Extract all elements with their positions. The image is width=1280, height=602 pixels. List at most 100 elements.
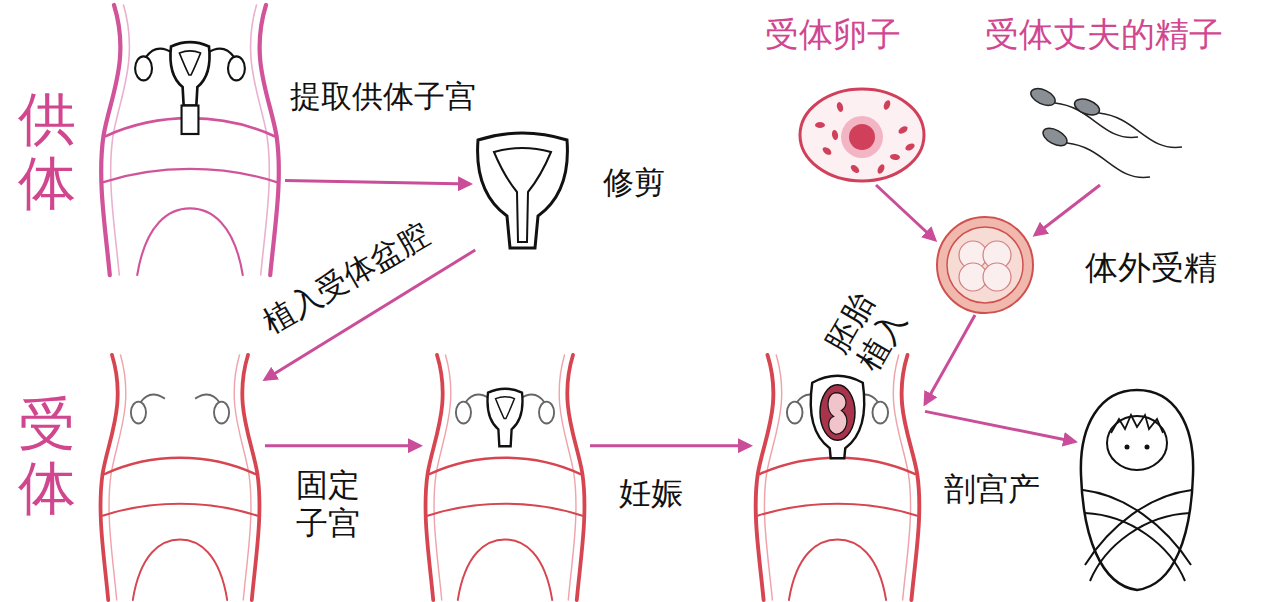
baby-eye — [1145, 445, 1150, 450]
nucleus-ring — [841, 116, 883, 158]
ovary — [539, 402, 554, 424]
illustration — [1075, 385, 1200, 595]
swaddle-fold — [1090, 513, 1190, 581]
illustration-body-donor: 供体提取供体子宫 — [95, 5, 285, 275]
edge-label: 胚胎植入 — [818, 287, 913, 378]
illustration-uterus: 修剪 — [470, 130, 575, 250]
illustration — [935, 215, 1035, 315]
pregnant-uterus — [811, 376, 865, 458]
illustration-body-r2 — [420, 355, 590, 600]
body-outline — [428, 504, 583, 516]
cell-label: 受体卵子 — [765, 14, 901, 55]
illustration-body-r3 — [750, 355, 925, 600]
body-outline — [789, 539, 886, 600]
edge-label: 植入受体盆腔 — [256, 215, 436, 340]
nucleus — [849, 124, 875, 150]
step-label: 修剪 — [603, 164, 665, 201]
flow-arrow — [1035, 185, 1100, 235]
fallopian-tube — [465, 395, 490, 403]
body-outline — [902, 355, 920, 600]
body-outline — [260, 5, 279, 275]
cell-granule — [882, 99, 891, 110]
body-outline — [133, 539, 227, 600]
ovary — [787, 402, 803, 424]
edge-label: 固定子宫 — [296, 466, 360, 543]
illustration — [750, 355, 925, 600]
embryo-inner — [947, 227, 1023, 303]
body-outline — [758, 504, 917, 516]
illustration — [1025, 85, 1175, 185]
body-outline — [242, 355, 259, 600]
amniotic-sac — [820, 385, 855, 441]
illustration — [795, 85, 930, 185]
ovary — [456, 402, 471, 424]
edge-label: 剖宫产 — [944, 470, 1040, 508]
ovary — [135, 56, 152, 80]
body-outline — [893, 355, 910, 600]
sperm-tail — [1067, 143, 1150, 177]
body-outline — [429, 458, 580, 474]
body-outline — [251, 5, 270, 275]
cell-granule — [876, 163, 886, 175]
body-outline — [101, 5, 120, 275]
fallopian-tube — [207, 49, 234, 58]
flow-arrow — [590, 444, 750, 447]
body-outline — [103, 169, 276, 182]
flow-arrow — [285, 181, 470, 185]
cell-granule — [831, 130, 839, 141]
group-title: 供体 — [18, 88, 76, 216]
sperm-head — [1072, 96, 1101, 118]
cell-granule — [890, 154, 900, 161]
illustration — [420, 355, 590, 600]
fallopian-tube — [146, 49, 173, 58]
ovary — [228, 56, 245, 80]
cell-granule — [897, 125, 909, 135]
illustration — [95, 355, 265, 600]
illustration-sperm: 受体丈夫的精子 — [1025, 85, 1175, 185]
blastomere — [983, 263, 1011, 291]
embryo-shell — [937, 217, 1033, 313]
cell-granule — [836, 101, 845, 112]
vagina — [182, 106, 199, 134]
cell-label: 受体丈夫的精子 — [985, 14, 1223, 55]
fallopian-tube — [195, 395, 220, 403]
uterus-cavity — [179, 51, 200, 75]
uterus-cavity — [494, 148, 551, 242]
baby-hair — [1111, 415, 1163, 433]
fallopian-tube — [140, 395, 165, 403]
body-outline — [434, 355, 451, 600]
cell-granule — [821, 146, 833, 157]
illustration-egg: 受体卵子 — [795, 85, 930, 185]
ovary — [214, 402, 229, 424]
body-outline — [426, 355, 443, 600]
illustration-baby — [1075, 385, 1200, 595]
swaddle — [1081, 390, 1193, 590]
body-outline — [137, 208, 243, 275]
body-outline — [567, 355, 584, 600]
body-outline — [111, 5, 130, 275]
baby-eye — [1125, 445, 1130, 450]
fetus — [828, 393, 847, 435]
flow-arrow — [265, 444, 420, 447]
group-title: 受体 — [18, 393, 76, 521]
sperm-head — [1040, 125, 1070, 150]
ovary — [131, 402, 146, 424]
illustration-body-r1: 受体 — [95, 355, 265, 600]
body-outline — [756, 355, 774, 600]
body-outline — [109, 355, 126, 600]
illustration — [470, 130, 575, 250]
cell-granule — [815, 122, 825, 128]
step-label: 提取供体子宫 — [290, 78, 476, 115]
body-outline — [760, 458, 916, 474]
flow-arrow — [925, 411, 1075, 441]
cell-granule — [849, 163, 860, 174]
trimmed-uterus — [478, 133, 568, 248]
sperm-head — [1028, 85, 1057, 109]
body-outline — [458, 539, 552, 600]
baby-face — [1107, 416, 1167, 470]
flow-arrow — [876, 185, 935, 240]
egg-cell — [800, 89, 924, 181]
body-outline — [103, 504, 258, 516]
uterus — [170, 42, 209, 105]
uterus — [488, 389, 523, 447]
